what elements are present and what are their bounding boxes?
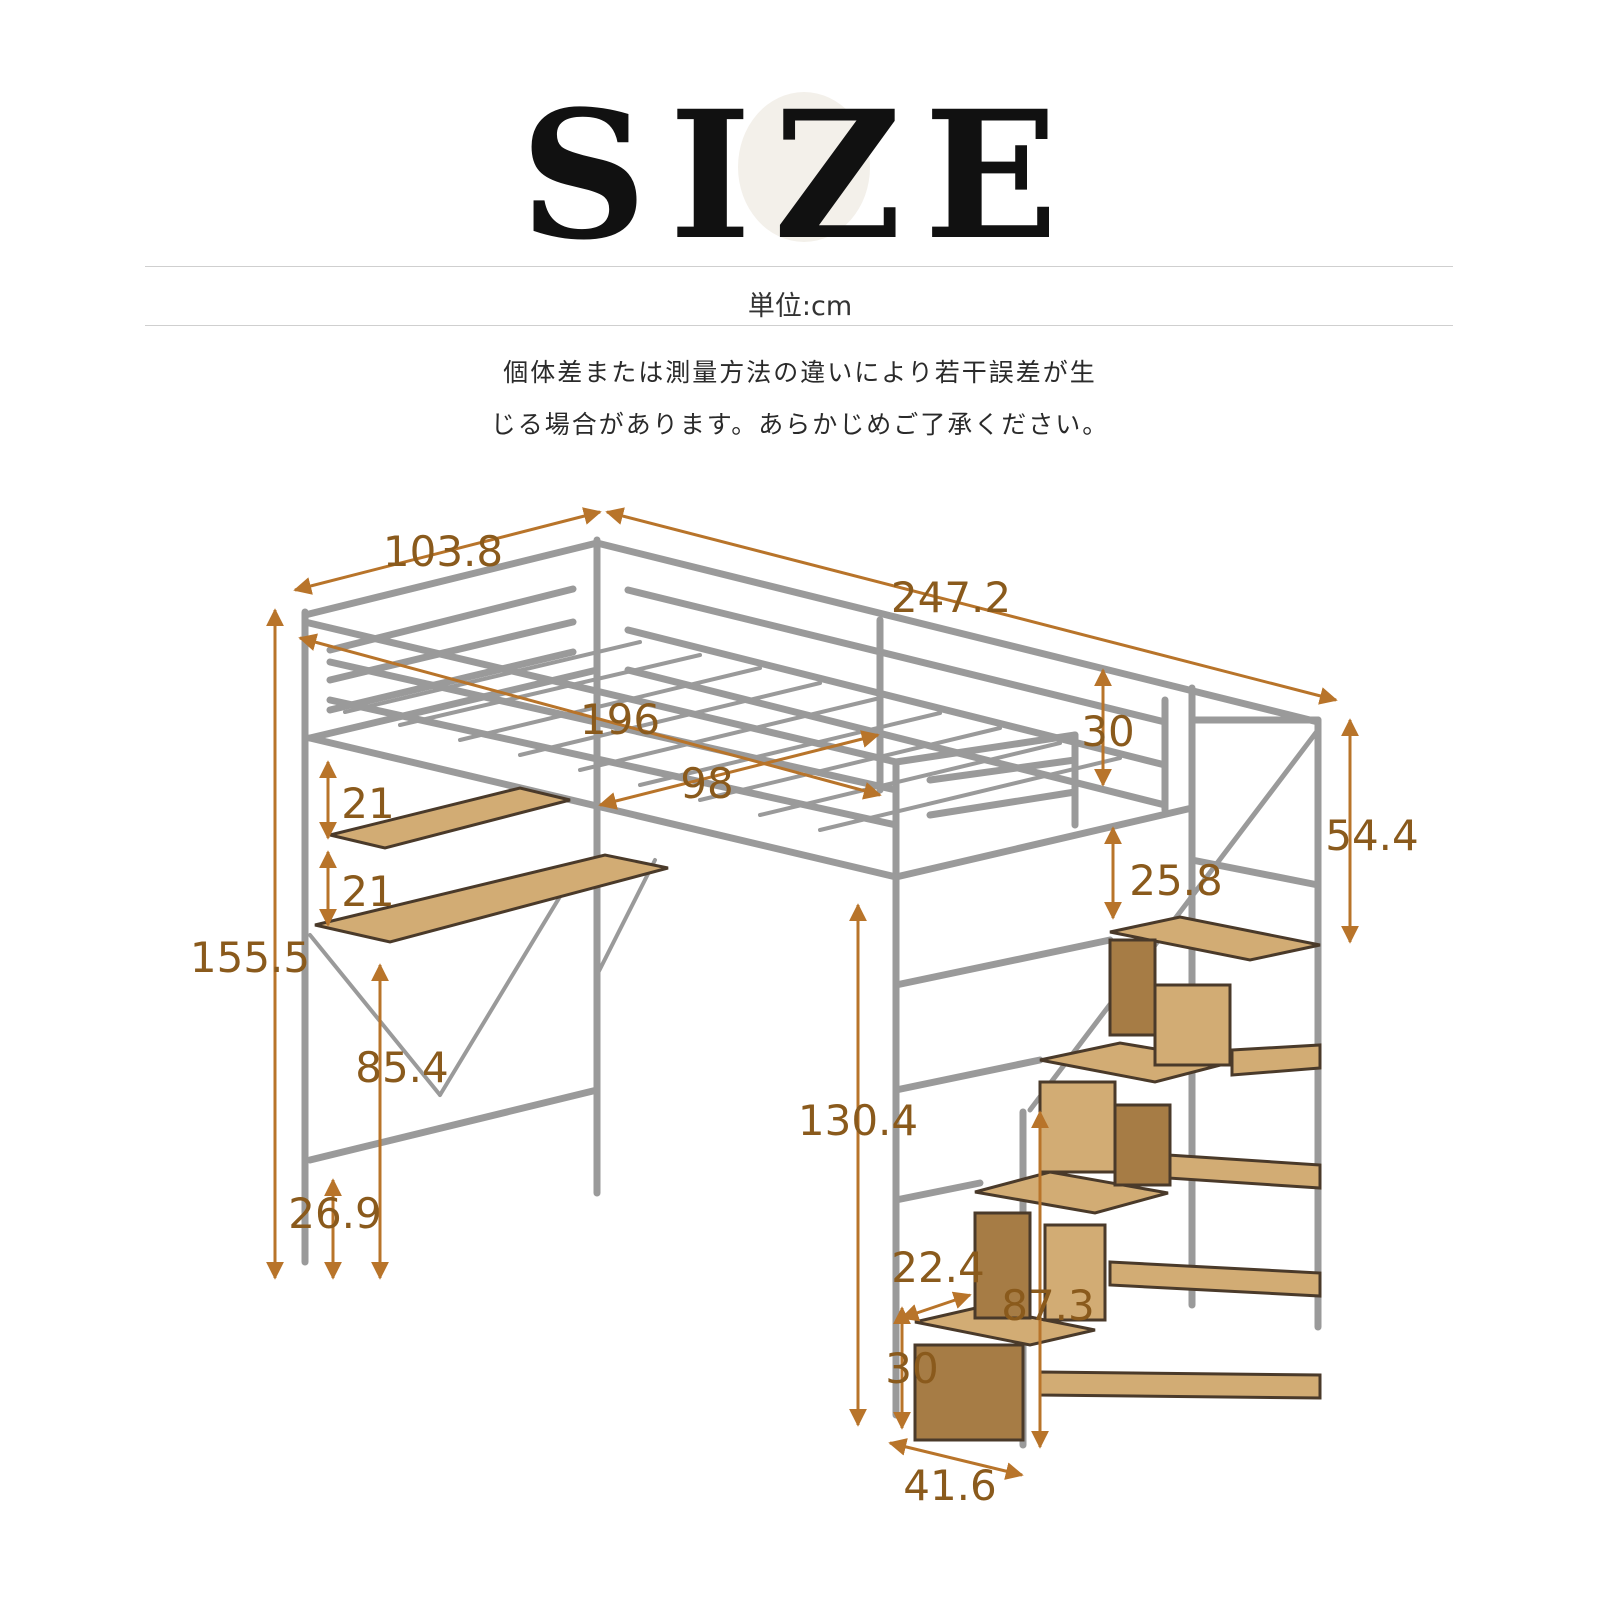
rail-short-1 <box>926 756 1079 784</box>
page-title: SIZE <box>519 72 1081 279</box>
stair-box-1 <box>1108 938 1157 1037</box>
brace-left-3 <box>595 858 657 977</box>
bottom-divider <box>145 325 1453 326</box>
dim-desk-width: 98 <box>680 759 733 808</box>
dim-desk-height: 85.4 <box>355 1043 449 1092</box>
stair-shelf-4 <box>1038 1370 1322 1400</box>
stair-step-3 <box>974 1170 1169 1215</box>
dim-total-height: 155.5 <box>190 933 310 982</box>
stair-rail-mid <box>1188 856 1322 889</box>
stair-step-top <box>1109 915 1321 962</box>
dim-mattress-length: 196 <box>580 695 660 744</box>
shelf-upper <box>329 786 571 850</box>
dim-stair-top-gap: 25.8 <box>1129 856 1223 905</box>
notice-line-1: 個体差または測量方法の違いにより若干誤差が生 <box>503 358 1097 387</box>
rail-short-top <box>892 731 1079 766</box>
dim-ladder-rail-height: 54.4 <box>1325 811 1419 860</box>
rung-right-1 <box>892 936 1114 989</box>
rung-right-2 <box>892 1056 1044 1094</box>
dim-stair-width: 41.6 <box>903 1461 997 1510</box>
dimension-lines <box>266 507 1359 1480</box>
dim-bed-width: 103.8 <box>383 527 503 576</box>
rail-back-top <box>593 539 1322 726</box>
stair-box-5 <box>973 1211 1032 1320</box>
stair-box-2 <box>1153 983 1232 1067</box>
platform-right <box>892 804 1196 881</box>
stair-shelf-1 <box>1230 1043 1322 1077</box>
wood-parts <box>314 786 1322 1442</box>
rail-bottom-left <box>306 1086 601 1164</box>
dimension-labels: 103.8 247.2 196 98 30 54.4 21 21 25.8 15… <box>190 527 1419 1510</box>
dim-step-depth: 22.4 <box>891 1243 985 1292</box>
stair-step-2 <box>1039 1041 1233 1084</box>
dim-stair-height: 87.3 <box>1001 1281 1095 1330</box>
rung-right-3 <box>892 1179 984 1204</box>
stair-box-4 <box>1113 1103 1172 1187</box>
dim-under-bed-clearance: 130.4 <box>798 1096 918 1145</box>
stair-shelf-3 <box>1108 1260 1322 1298</box>
brace-left-2 <box>438 878 572 1097</box>
unit-label: 単位:cm <box>747 291 853 322</box>
dim-shelf-gap-2: 21 <box>341 867 394 916</box>
rail-short-2 <box>926 788 1079 819</box>
stair-box-3 <box>1038 1080 1117 1174</box>
top-divider <box>145 266 1453 267</box>
dim-bed-length: 247.2 <box>891 573 1011 622</box>
notice-line-2: じる場合があります。あらかじめご了承ください。 <box>490 410 1110 439</box>
dim-shelf-gap-1: 21 <box>341 779 394 828</box>
title-decoration <box>738 92 870 242</box>
desk-top <box>314 853 669 944</box>
dim-step-height: 30 <box>885 1344 938 1393</box>
dim-bottom-bar-height: 26.9 <box>288 1189 382 1238</box>
dim-guard-rail-height: 30 <box>1081 707 1134 756</box>
stair-box-7 <box>913 1343 1025 1442</box>
